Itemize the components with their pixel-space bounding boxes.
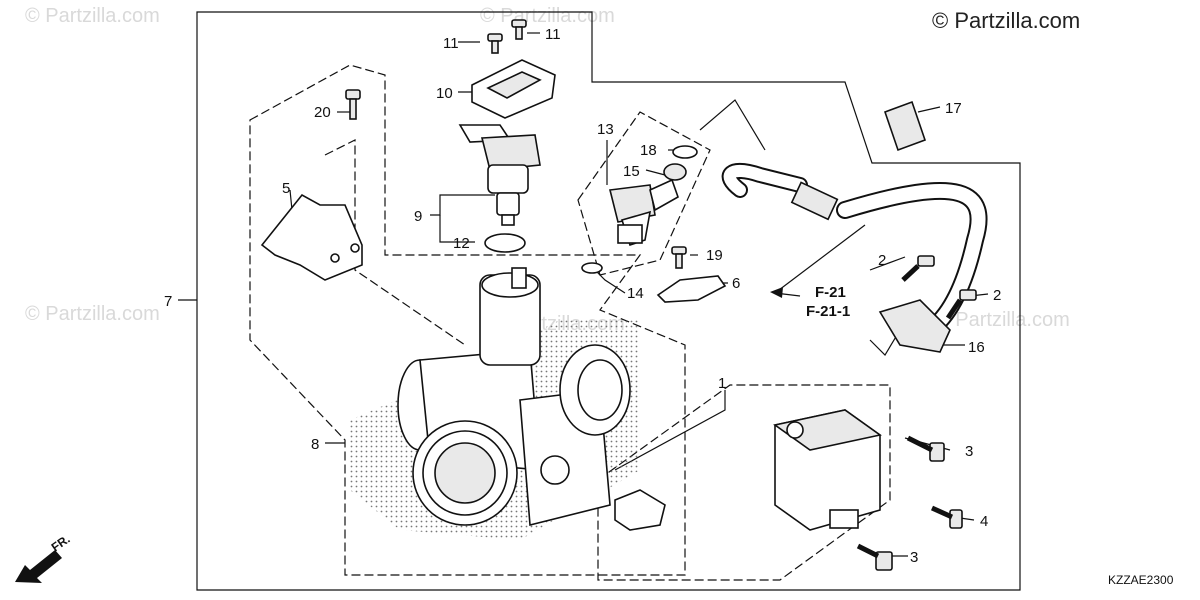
actuator-group-outline (597, 384, 891, 581)
callout-20: 20 (314, 104, 331, 121)
callout-2: 2 (878, 252, 886, 269)
bolt-icon (901, 255, 935, 282)
bolt-icon (345, 89, 361, 120)
callout-3: 3 (910, 549, 918, 566)
front-label: FR. (49, 532, 73, 555)
watermark: © Partzilla.com (25, 5, 160, 27)
o-ring-icon (581, 262, 603, 274)
throttle-body-icon (397, 267, 631, 527)
assembly-outline (196, 11, 1021, 591)
front-direction-arrow: FR. (15, 532, 73, 583)
callout-labels: 1 2 2 3 3 4 5 6 7 8 9 10 11 11 12 13 14 … (164, 26, 1001, 566)
connector-boot-icon (883, 100, 927, 152)
callout-3: 3 (965, 443, 973, 460)
callout-14: 14 (627, 285, 644, 302)
callout-2: 2 (993, 287, 1001, 304)
map-sensor-icon (458, 124, 541, 226)
callout-13: 13 (597, 121, 614, 138)
fuel-injector-icon (609, 178, 679, 247)
bolt-icon (930, 505, 963, 529)
callout-1: 1 (718, 375, 726, 392)
screw-icon (487, 33, 503, 54)
sensor-cover-plate-icon (471, 59, 556, 119)
callout-6: 6 (732, 275, 740, 292)
bolt-icon (856, 543, 893, 571)
bolt-icon (906, 435, 945, 462)
bracket-icon (260, 193, 363, 281)
watermark: © Partzilla.com (935, 309, 1070, 331)
o-ring-icon (672, 145, 698, 159)
injector-plate-icon (656, 275, 727, 303)
throttle-body-outline (324, 139, 466, 346)
reference-label: F-21-1 (806, 303, 850, 320)
sensor-group-outline (249, 64, 686, 576)
callout-11: 11 (545, 26, 561, 43)
hose-clamp-icon (878, 299, 951, 353)
throttle-actuator-icon (773, 409, 882, 531)
o-ring-icon (484, 233, 526, 253)
screw-icon (671, 246, 687, 269)
reference-arrow (770, 287, 801, 298)
callout-17: 17 (945, 100, 962, 117)
callout-15: 15 (623, 163, 640, 180)
callout-9: 9 (414, 208, 422, 225)
callout-5: 5 (282, 180, 290, 197)
callout-4: 4 (980, 513, 988, 530)
fuel-hose-icon (721, 163, 988, 339)
copyright-notice: © Partzilla.com (932, 8, 1080, 33)
diagram-code: KZZAE2300 (1108, 573, 1174, 587)
watermark: © Partzilla.com (480, 5, 615, 27)
callout-19: 19 (706, 247, 723, 264)
callout-16: 16 (968, 339, 985, 356)
screw-icon (511, 19, 527, 40)
bolt-icon (945, 289, 977, 320)
seal-ring-icon (663, 163, 687, 181)
injector-group-outline (577, 111, 711, 276)
reference-label: F-21 (815, 284, 846, 301)
watermark: © Partzilla.com (25, 303, 160, 325)
callout-8: 8 (311, 436, 319, 453)
callout-12: 12 (453, 235, 470, 252)
callout-11: 11 (443, 35, 459, 52)
callout-7: 7 (164, 293, 172, 310)
callout-18: 18 (640, 142, 657, 159)
watermark-group: © Partzilla.com © Partzilla.com © Partzi… (25, 5, 1070, 335)
callout-10: 10 (436, 85, 453, 102)
gasket-icon (614, 489, 666, 531)
